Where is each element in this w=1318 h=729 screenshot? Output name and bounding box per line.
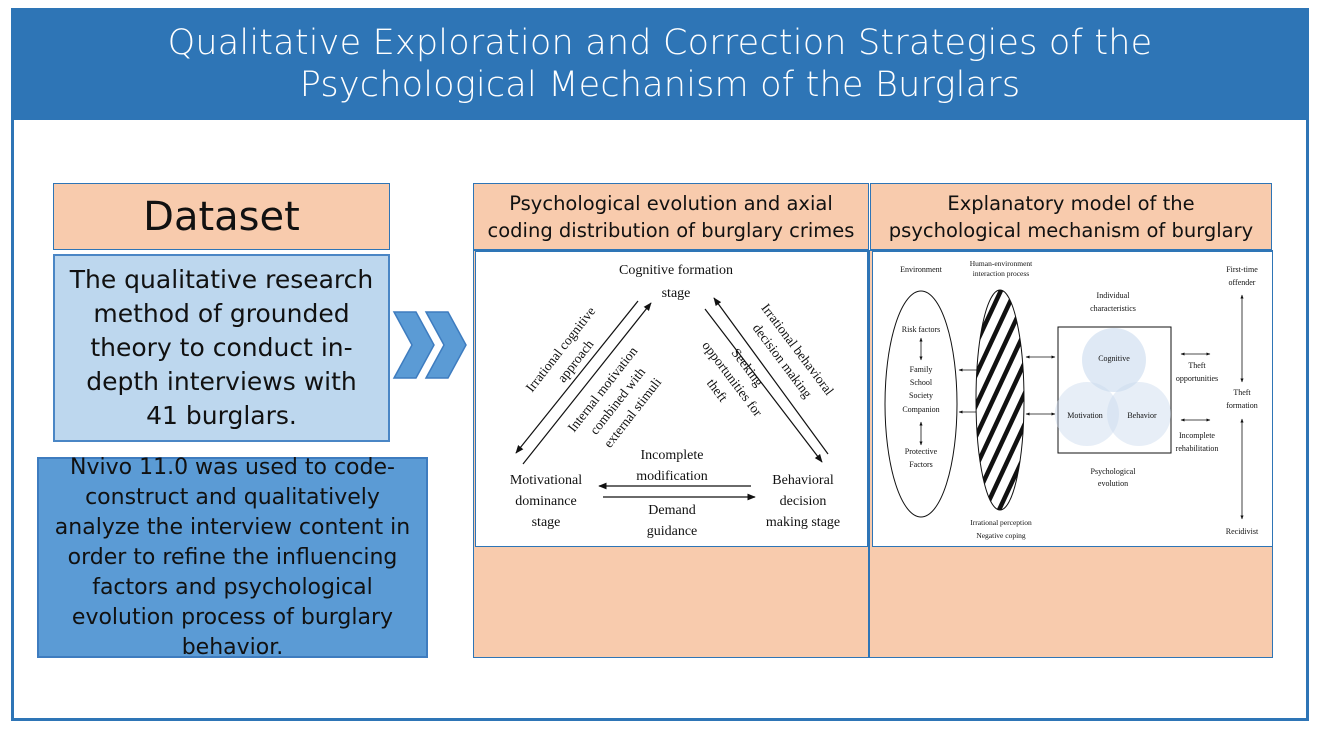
- stage-behavioral-line3: making stage: [766, 515, 840, 530]
- poster-title: Qualitative Exploration and Correction S…: [11, 8, 1309, 120]
- label-theft-opportunities-line1: Theft: [1188, 361, 1206, 370]
- label-individual-line2: characteristics: [1090, 304, 1136, 313]
- panel2-diagram: Environment Risk factors Family School S…: [872, 251, 1273, 547]
- label-first-time-line2: offender: [1229, 278, 1256, 287]
- panel1-diagram: Cognitive formation stage Motivational d…: [475, 251, 868, 547]
- label-incomplete-line1: Incomplete: [1179, 431, 1215, 440]
- edge-bottom-top-line1: Incomplete: [641, 448, 704, 463]
- label-motivation: Motivation: [1067, 411, 1103, 420]
- label-irrational-perception: Irrational perception: [970, 518, 1032, 527]
- venn-cognitive: [1082, 328, 1146, 392]
- label-risk-factors: Risk factors: [902, 325, 940, 334]
- panel2-heading-text: Explanatory model of the psychological m…: [888, 191, 1254, 242]
- label-theft-formation-line1: Theft: [1233, 388, 1251, 397]
- stage-behavioral-line1: Behavioral: [772, 473, 834, 488]
- venn-motivation: [1055, 382, 1119, 446]
- arrow-behavioral-to-cognitive: [713, 297, 829, 455]
- panel1-heading-text: Psychological evolution and axial coding…: [487, 191, 855, 242]
- stage-cognitive-line1: Cognitive formation: [619, 263, 733, 278]
- stage-motivational-line1: Motivational: [510, 473, 582, 488]
- label-interaction-line1: Human-environment: [970, 259, 1033, 268]
- label-psych-line1: Psychological: [1091, 467, 1137, 476]
- label-theft-opportunities-line2: opportunities: [1176, 374, 1218, 383]
- label-behavior: Behavior: [1127, 411, 1157, 420]
- panel1-heading: Psychological evolution and axial coding…: [473, 183, 869, 250]
- double-chevron-right-icon: [392, 311, 467, 379]
- chevron-1: [392, 311, 435, 379]
- label-first-time-line1: First-time: [1226, 265, 1258, 274]
- label-theft-formation-line2: formation: [1226, 401, 1258, 410]
- label-cognitive: Cognitive: [1098, 354, 1130, 363]
- dataset-description: The qualitative research method of groun…: [53, 254, 390, 442]
- poster-title-text: Qualitative Exploration and Correction S…: [167, 23, 1153, 105]
- stage-motivational-line2: dominance: [515, 494, 576, 509]
- arrow-cognitive-to-motivational: [515, 300, 639, 454]
- dataset-description-text: The qualitative research method of groun…: [69, 265, 374, 430]
- environment-ellipse: [884, 290, 958, 518]
- edge-bottom-top-line2: modification: [636, 469, 708, 484]
- interaction-hatch: [976, 290, 1024, 510]
- edge-bottom-bot-line1: Demand: [648, 503, 695, 518]
- label-family: Family: [910, 365, 933, 374]
- venn-behavior: [1107, 382, 1171, 446]
- label-individual-line1: Individual: [1097, 291, 1131, 300]
- label-environment: Environment: [900, 265, 943, 274]
- label-negative-coping: Negative coping: [976, 531, 1026, 540]
- label-protective-line1: Protective: [905, 447, 938, 456]
- arrow-motivational-to-cognitive: [522, 302, 652, 465]
- panel2-heading: Explanatory model of the psychological m…: [870, 183, 1272, 250]
- method-description-text: Nvivo 11.0 was used to code-construct an…: [54, 454, 411, 660]
- label-school: School: [910, 378, 933, 387]
- stage-motivational-line3: stage: [532, 515, 561, 530]
- interaction-ellipse: [975, 289, 1025, 511]
- arrow-cognitive-to-behavioral: [704, 308, 823, 463]
- psychological-evolution-diagram: Cognitive formation stage Motivational d…: [510, 263, 840, 539]
- dataset-heading: Dataset: [53, 183, 390, 250]
- label-incomplete-line2: rehabilitation: [1176, 444, 1219, 453]
- label-society: Society: [909, 391, 933, 400]
- label-companion: Companion: [902, 405, 939, 414]
- label-psych-line2: evolution: [1098, 479, 1128, 488]
- explanatory-model-diagram: Environment Risk factors Family School S…: [884, 259, 1259, 540]
- dataset-heading-text: Dataset: [143, 193, 300, 240]
- label-recidivist: Recidivist: [1226, 527, 1259, 536]
- edge-bottom-bot-line2: guidance: [647, 524, 698, 539]
- label-interaction-line2: interaction process: [973, 269, 1030, 278]
- stage-cognitive-line2: stage: [662, 286, 691, 301]
- chevron-2: [424, 311, 467, 379]
- stage-behavioral-line2: decision: [780, 494, 827, 509]
- method-description: Nvivo 11.0 was used to code-construct an…: [37, 455, 428, 660]
- label-protective-line2: Factors: [909, 460, 933, 469]
